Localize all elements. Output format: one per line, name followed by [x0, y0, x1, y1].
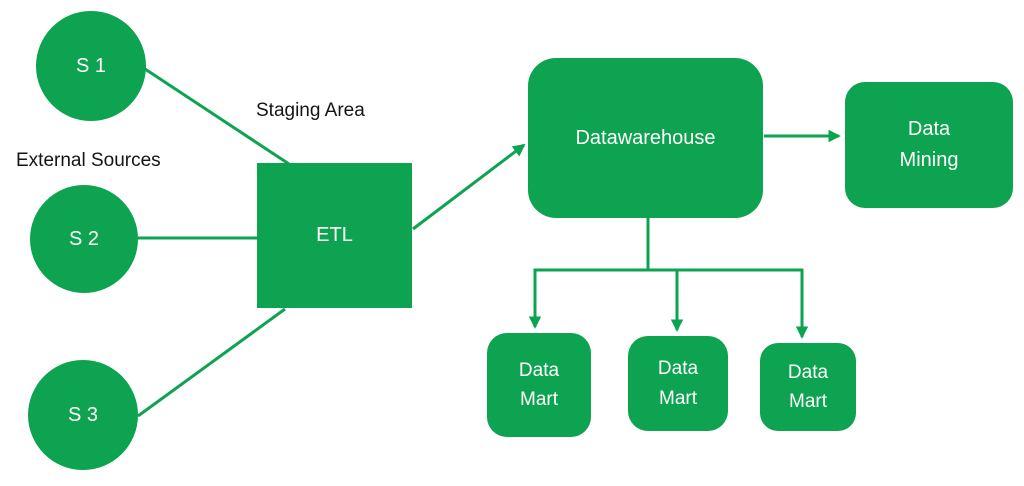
node-data-mining-line1: Data — [907, 118, 951, 140]
node-data-mart-2-line2: Mart — [659, 387, 697, 409]
node-data-mart-2-line1: Data — [657, 358, 699, 380]
node-data-mart-2: Data Mart — [628, 336, 728, 431]
node-data-mart-3-line2: Mart — [789, 391, 827, 412]
node-data-mart-3-line1: Data — [787, 361, 829, 383]
node-etl-label: ETL — [316, 224, 353, 246]
node-data-mart-3: Data Mart — [760, 343, 856, 431]
external-sources-label: External Sources — [16, 150, 161, 171]
node-data-mart-1: Data Mart — [487, 333, 591, 437]
node-data-mart-1-line2: Mart — [520, 389, 558, 410]
node-datawarehouse-label: Datawarehouse — [575, 126, 716, 149]
connector-etl-datawarehouse — [412, 143, 526, 231]
node-source-1: S 1 — [36, 11, 146, 121]
node-source-2: S 2 — [30, 185, 138, 293]
connector-s3-etl — [137, 307, 286, 418]
node-source-2-label: S 2 — [68, 227, 100, 250]
node-source-3: S 3 — [28, 360, 138, 470]
node-data-mart-1-line1: Data — [518, 359, 560, 381]
node-data-mining: Data Mining — [845, 82, 1013, 208]
node-source-1-label: S 1 — [75, 54, 107, 77]
node-data-mining-line2: Mining — [899, 149, 959, 171]
node-source-3-label: S 3 — [67, 403, 99, 426]
connector-s1-etl — [141, 65, 290, 166]
node-datawarehouse: Datawarehouse — [528, 58, 763, 218]
node-etl: ETL — [257, 163, 412, 308]
staging-area-label: Staging Area — [256, 100, 365, 121]
